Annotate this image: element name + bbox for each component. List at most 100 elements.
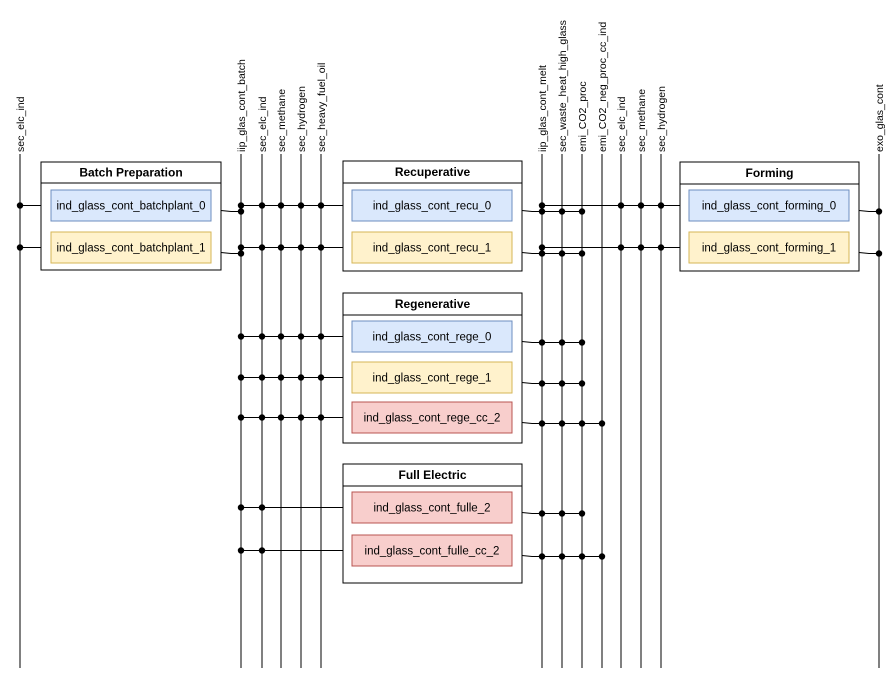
connection-dots (16, 202, 883, 560)
output-dot (538, 420, 546, 427)
process-box[interactable] (351, 401, 513, 434)
process-node[interactable]: ind_glass_cont_forming_0 (688, 189, 850, 222)
process-box[interactable] (351, 231, 513, 264)
process-box[interactable] (351, 534, 513, 567)
input-dot (297, 333, 305, 340)
process-label: ind_glass_cont_fulle_2 (373, 503, 490, 515)
input-dot (297, 244, 305, 251)
process-box[interactable] (688, 231, 850, 264)
output-dot (538, 380, 546, 387)
bus-label: sec_methane (276, 89, 288, 152)
input-dot (258, 547, 266, 554)
input-dot (277, 333, 285, 340)
input-dot (657, 244, 665, 251)
group-title: Forming (746, 166, 794, 180)
output-dot (598, 420, 606, 427)
process-label: ind_glass_cont_rege_cc_2 (364, 413, 501, 425)
input-dot (258, 504, 266, 511)
process-groups: Batch Preparation ind_glass_cont_batchpla… (40, 160, 860, 584)
output-dot (578, 420, 586, 427)
process-node[interactable]: ind_glass_cont_rege_0 (351, 320, 513, 353)
input-dot (16, 202, 24, 209)
bus-label: sec_elc_ind (257, 96, 269, 152)
bus-label: sec_elc_ind (15, 96, 27, 152)
output-dot (538, 339, 546, 346)
process-label: ind_glass_cont_recu_0 (373, 201, 491, 213)
bus-label: iip_glas_cont_melt (537, 65, 549, 152)
process-node[interactable]: ind_glass_cont_fulle_cc_2 (351, 534, 513, 567)
input-dot (237, 244, 245, 251)
output-dot (578, 553, 586, 560)
output-dot (558, 380, 566, 387)
input-dot (16, 244, 24, 251)
input-dot (277, 202, 285, 209)
process-box[interactable] (351, 361, 513, 394)
output-dot (578, 208, 586, 215)
output-dot (558, 510, 566, 517)
output-dot (875, 208, 883, 215)
group-recu: Recuperative ind_glass_cont_recu_0 ind_gla… (342, 160, 523, 272)
output-dot (578, 510, 586, 517)
process-label: ind_glass_cont_batchplant_0 (57, 201, 206, 213)
input-dot (277, 414, 285, 421)
process-label: ind_glass_cont_recu_1 (373, 243, 491, 255)
input-dot (617, 202, 625, 209)
group-title: Full Electric (398, 468, 466, 482)
group-title: Regenerative (395, 297, 471, 311)
input-dot (297, 202, 305, 209)
group-batch: Batch Preparation ind_glass_cont_batchpla… (40, 161, 222, 271)
process-node[interactable]: ind_glass_cont_recu_0 (351, 189, 513, 222)
process-node[interactable]: ind_glass_cont_recu_1 (351, 231, 513, 264)
output-dot (538, 510, 546, 517)
output-dot (558, 339, 566, 346)
input-dot (538, 202, 546, 209)
input-dot (237, 333, 245, 340)
process-box[interactable] (351, 491, 513, 524)
process-label: ind_glass_cont_batchplant_1 (57, 243, 206, 255)
input-dot (657, 202, 665, 209)
output-dot (237, 250, 245, 257)
input-dot (317, 374, 325, 381)
bus-label: sec_elc_ind (616, 96, 628, 152)
input-dot (637, 202, 645, 209)
group-forming: Forming ind_glass_cont_forming_0 ind_glass… (679, 161, 860, 272)
input-dot (258, 244, 266, 251)
input-dot (538, 244, 546, 251)
group-rege: Regenerative ind_glass_cont_rege_0 ind_gla… (342, 292, 523, 444)
process-node[interactable]: ind_glass_cont_rege_cc_2 (351, 401, 513, 434)
process-box[interactable] (50, 189, 212, 222)
process-node[interactable]: ind_glass_cont_batchplant_0 (50, 189, 212, 222)
bus-label: sec_hydrogen (296, 86, 308, 152)
output-dot (558, 420, 566, 427)
group-title: Recuperative (395, 165, 471, 179)
group-title: Batch Preparation (79, 166, 182, 180)
output-dot (538, 250, 546, 257)
bus-label: sec_heavy_fuel_oil (316, 63, 328, 152)
input-dot (297, 374, 305, 381)
input-dot (258, 333, 266, 340)
process-node[interactable]: ind_glass_cont_forming_1 (688, 231, 850, 264)
process-box[interactable] (351, 189, 513, 222)
process-node[interactable]: ind_glass_cont_batchplant_1 (50, 231, 212, 264)
input-dot (317, 333, 325, 340)
process-box[interactable] (688, 189, 850, 222)
process-node[interactable]: ind_glass_cont_rege_1 (351, 361, 513, 394)
input-dot (617, 244, 625, 251)
bus-label: exo_glas_cont (874, 84, 886, 152)
input-dot (297, 414, 305, 421)
input-dot (317, 414, 325, 421)
process-label: ind_glass_cont_forming_0 (702, 201, 836, 213)
input-dot (237, 374, 245, 381)
input-dot (258, 374, 266, 381)
output-dot (558, 553, 566, 560)
bus-label: emi_CO2_proc (577, 81, 589, 152)
process-label: ind_glass_cont_forming_1 (702, 243, 836, 255)
output-line (511, 554, 602, 557)
input-dot (258, 414, 266, 421)
process-box[interactable] (50, 231, 212, 264)
process-node[interactable]: ind_glass_cont_fulle_2 (351, 491, 513, 524)
process-box[interactable] (351, 320, 513, 353)
input-dot (237, 202, 245, 209)
